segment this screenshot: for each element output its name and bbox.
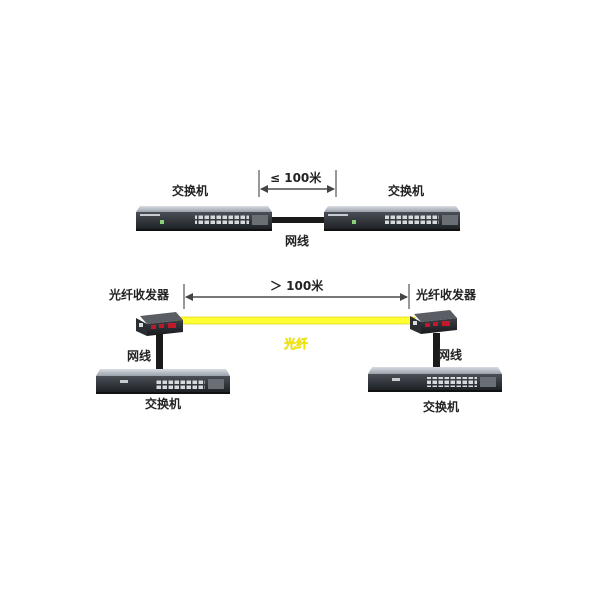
cable-label-bottom-left: 网线 xyxy=(127,349,152,363)
network-cable-top xyxy=(266,217,328,223)
converter-label-left: 光纤收发器 xyxy=(109,288,170,302)
fiber-converter-left xyxy=(136,312,183,336)
switch-label-bottom-left: 交换机 xyxy=(145,397,182,411)
switch-label-top-left: 交换机 xyxy=(172,184,209,198)
fiber-cable xyxy=(174,316,416,325)
converter-label-right: 光纤收发器 xyxy=(416,288,477,302)
cable-label-bottom-right: 网线 xyxy=(438,348,463,362)
distance-label-top: ≤ 100米 xyxy=(270,171,322,185)
network-cable-left xyxy=(156,333,163,373)
switch-top-right xyxy=(324,206,460,231)
fiber-label: 光纤 xyxy=(284,337,309,351)
fiber-converter-right xyxy=(410,310,457,334)
network-cable-right xyxy=(433,333,440,371)
distance-label-bottom: ＞ 100米 xyxy=(270,279,324,293)
switch-bottom-right xyxy=(368,367,502,392)
switch-label-top-right: 交换机 xyxy=(388,184,425,198)
switch-label-bottom-right: 交换机 xyxy=(423,400,460,414)
switch-bottom-left xyxy=(96,369,230,394)
switch-top-left xyxy=(136,206,272,231)
cable-label-top: 网线 xyxy=(285,234,310,248)
